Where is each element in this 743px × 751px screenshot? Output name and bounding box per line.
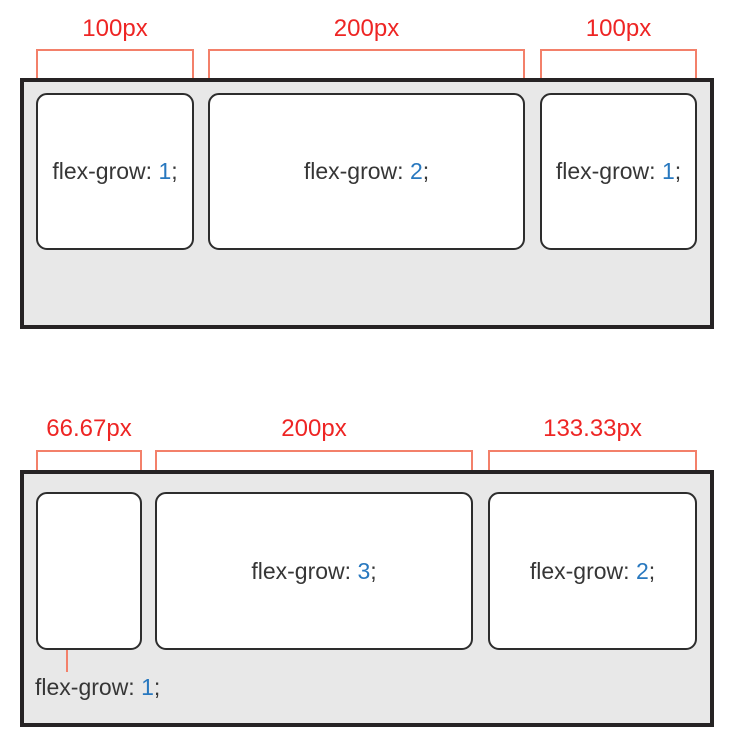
flex-item-box: flex-grow: 2; bbox=[488, 492, 697, 650]
measurement-bracket bbox=[36, 49, 194, 93]
flex-grow-value: 1 bbox=[141, 674, 154, 700]
flex-grow-semicolon: ; bbox=[370, 557, 377, 584]
measurement-bracket bbox=[208, 49, 525, 93]
flex-item-box: flex-grow: 1; bbox=[36, 93, 194, 250]
measurement-label: 200px bbox=[333, 15, 400, 42]
flex-grow-label: flex-grow: 2; bbox=[304, 158, 429, 185]
flex-item-box: flex-grow: 3; bbox=[155, 492, 473, 650]
flex-grow-property: flex-grow: bbox=[555, 158, 662, 184]
flex-grow-property: flex-grow: bbox=[529, 557, 636, 584]
flex-grow-label: flex-grow: 3; bbox=[251, 558, 376, 585]
measurement-bracket bbox=[540, 49, 697, 93]
flex-grow-semicolon: ; bbox=[422, 158, 430, 184]
measurement-label: 133.33px bbox=[543, 415, 642, 442]
flex-grow-semicolon: ; bbox=[153, 674, 161, 700]
flex-grow-label: flex-grow: 2; bbox=[530, 558, 655, 585]
measurement-label: 200px bbox=[281, 415, 347, 442]
measurement-label: 100px bbox=[82, 15, 148, 42]
flex-grow-value: 2 bbox=[409, 158, 423, 184]
flex-grow-semicolon: ; bbox=[648, 557, 656, 584]
flex-grow-property: flex-grow: bbox=[251, 557, 358, 584]
flex-grow-label: flex-grow: 1; bbox=[35, 674, 160, 700]
flex-grow-property: flex-grow: bbox=[52, 158, 159, 184]
flex-grow-property: flex-grow: bbox=[303, 158, 410, 184]
flex-grow-semicolon: ; bbox=[171, 158, 178, 184]
flex-grow-value: 1 bbox=[158, 158, 172, 184]
flex-grow-value: 1 bbox=[661, 158, 675, 184]
callout-flex-grow-label: flex-grow: 1; bbox=[35, 672, 160, 702]
callout-connector-line bbox=[66, 650, 68, 672]
flex-grow-property: flex-grow: bbox=[35, 674, 142, 700]
flex-grow-value: 2 bbox=[635, 557, 649, 584]
flex-item-box: flex-grow: 2; bbox=[208, 93, 525, 250]
flex-item-box: flex-grow: 1; bbox=[540, 93, 697, 250]
measurement-label: 100px bbox=[585, 15, 652, 42]
flex-grow-label: flex-grow: 1; bbox=[556, 158, 681, 185]
flex-grow-value: 3 bbox=[357, 557, 371, 584]
flex-grow-label: flex-grow: 1; bbox=[52, 158, 177, 185]
measurement-label: 66.67px bbox=[46, 415, 132, 442]
flex-grow-semicolon: ; bbox=[674, 158, 682, 184]
flex-item-box-narrow bbox=[36, 492, 142, 650]
